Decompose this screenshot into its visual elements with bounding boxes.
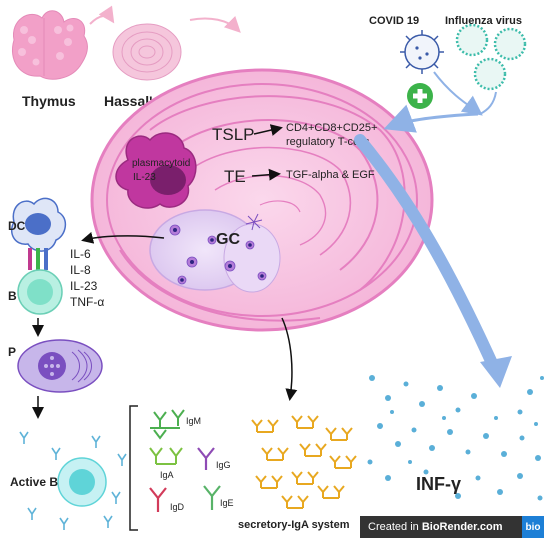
influenza-virus-icon [455, 23, 527, 91]
infg-arrowhead [480, 356, 512, 388]
active-b-cell [57, 457, 107, 507]
antibody-igg [197, 447, 215, 470]
active-b-label: Active B [10, 475, 58, 489]
iga-system-label: secretory-IgA system [238, 519, 350, 531]
infg-label: INF-γ [416, 474, 461, 494]
biorender-badge-text: Created in BioRender.com [360, 521, 522, 533]
tslp-label: TSLP [212, 125, 255, 144]
p-label: P [8, 345, 16, 359]
antibody-ige [203, 485, 221, 510]
te-arrow [251, 168, 281, 181]
antibody-label-igm: IgM [186, 416, 201, 426]
biorender-badge: Created in BioRender.com bio [360, 516, 544, 538]
cytokine-il6: IL-6 [70, 247, 91, 261]
b-label: B [8, 289, 17, 303]
dc-label: DC [8, 219, 26, 233]
cytokine-il23: IL-23 [70, 279, 98, 293]
tslp-target-line1: CD4+CD8+CD25+ [286, 122, 377, 134]
active-b-antibodies [19, 431, 127, 530]
thymus-illustration [12, 10, 88, 80]
badge-brand: BioRender.com [421, 521, 503, 533]
antibody-label-igg: IgG [216, 460, 231, 470]
covid-virus-icon [400, 30, 444, 74]
antibody-label-iga: IgA [160, 470, 174, 480]
plasmacytoid-il23-label: IL-23 [133, 172, 156, 183]
virus-converge-arrow-left [433, 71, 483, 116]
gc-to-dc-arrow [81, 231, 165, 244]
secretory-iga-cluster [251, 415, 357, 509]
tslp-target-line2: regulatory T-cells [286, 136, 370, 148]
infg-droplets [367, 375, 544, 501]
influenza-label: Influenza virus [445, 15, 522, 27]
te-label: TE [224, 167, 246, 186]
tslp-arrow [253, 124, 283, 136]
gc-label: GC [216, 231, 240, 248]
cytokine-il8: IL-8 [70, 263, 91, 277]
antibody-bracket [129, 405, 138, 531]
dc-b-receptors [28, 248, 48, 270]
thymus-label: Thymus [22, 93, 76, 109]
antibody-label-ige: IgE [220, 498, 234, 508]
biorender-logo-icon: bio [522, 516, 544, 538]
te-target-label: TGF-alpha & EGF [286, 169, 375, 181]
thymus-to-corpuscle-arrow [89, 5, 115, 25]
virus-converge-arrow-right [479, 91, 497, 115]
badge-prefix: Created in [368, 521, 422, 533]
cytokine-tnfa: TNF-α [70, 295, 104, 309]
plus-icon [407, 83, 433, 109]
virus-to-tcells-arrow [383, 104, 479, 133]
b-cell [17, 269, 63, 315]
infg-big-arrow [354, 134, 502, 378]
plasmacytoid-label: plasmacytoid [132, 158, 190, 169]
antibody-igm [150, 409, 185, 440]
plasmacytoid-cell [115, 132, 197, 209]
corpuscle-to-cell-arrow [189, 15, 241, 33]
antibody-igd [149, 487, 167, 512]
covid-label: COVID 19 [369, 15, 419, 27]
germinal-center [149, 209, 281, 293]
hassals-corpuscle-illustration [112, 23, 182, 81]
dendritic-cell [10, 197, 67, 252]
cell-to-iga-arrow [281, 317, 298, 401]
antibody-iga [149, 447, 183, 465]
plasma-cell [17, 339, 103, 393]
antibody-label-igd: IgD [170, 502, 185, 512]
